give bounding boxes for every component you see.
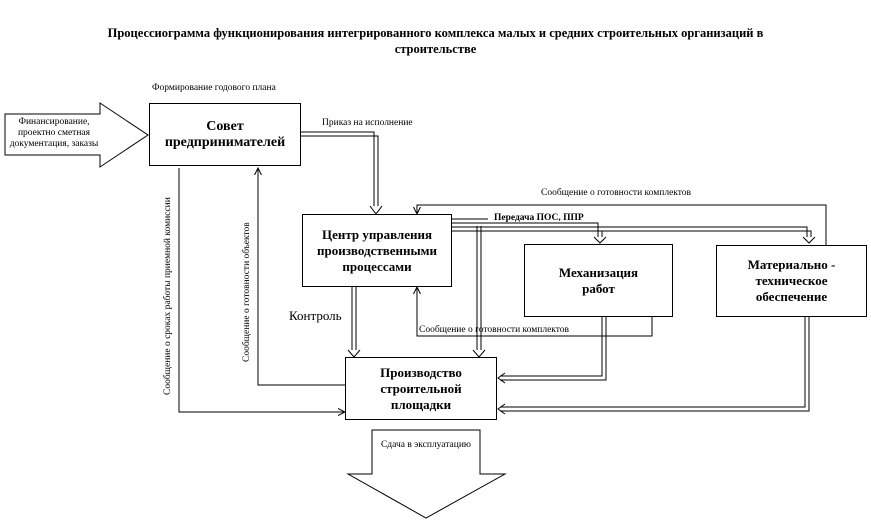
node-sovet: Совет предпринимателей: [149, 103, 301, 166]
output-arrow-label: Сдача в эксплуатацию: [380, 440, 472, 450]
page-title-line2: строительстве: [394, 42, 477, 56]
node-mto: Материально - техническое обеспечение: [716, 245, 867, 317]
objects-ready-connector: [258, 168, 345, 386]
node-mto-label: Материально - техническое обеспечение: [747, 257, 836, 304]
commission-connector: [178, 168, 345, 412]
order-arrow: [300, 131, 379, 206]
output-arrow-shape: [346, 429, 507, 519]
label-ready-bottom: Сообщение о готовности комплектов: [419, 325, 570, 335]
input-arrow-shape: [4, 102, 149, 168]
label-vert-objects: Сообщение о готовности объектов: [242, 222, 252, 362]
label-vert-commission: Сообщение о сроках работы приемной комис…: [163, 197, 173, 395]
node-mech-label: Механизация работ: [558, 264, 639, 296]
node-center-label: Центр управления производственными проце…: [317, 226, 437, 274]
node-prod: Производство строительной площадки: [345, 357, 497, 420]
label-plan: Формирование годового плана: [152, 83, 276, 93]
ready-bottom-connector: [417, 287, 653, 337]
node-mech: Механизация работ: [524, 244, 673, 317]
node-prod-label: Производство строительной площадки: [380, 364, 462, 412]
node-center: Центр управления производственными проце…: [302, 214, 452, 287]
label-ready-top: Сообщение о готовности комплектов: [541, 188, 692, 198]
input-arrow-label: Финансирование, проектно сметная докумен…: [9, 117, 99, 149]
label-order: Приказ на исполнение: [322, 118, 413, 128]
label-control: Контроль: [289, 308, 342, 323]
pos-connector: [450, 222, 812, 237]
node-sovet-label: Совет предпринимателей: [164, 118, 286, 150]
page-title-line1: Процессиограмма функционирования интегри…: [107, 26, 764, 40]
ready-top-connector: [417, 204, 827, 245]
label-pos: Передача ПОС, ППР: [494, 213, 584, 223]
